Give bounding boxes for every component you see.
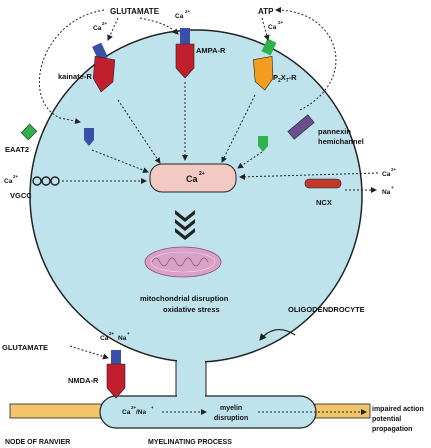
oligodendrocyte-label: OLIGODENDROCYTE — [288, 305, 365, 314]
svg-text:2+: 2+ — [109, 331, 115, 336]
curved-arrow-pannexin-to-atp — [275, 7, 337, 111]
arrow-glutamate-to-nmda — [69, 345, 109, 360]
ampa-receptor-label: AMPA-R — [196, 46, 226, 55]
p2x7-receptor — [253, 38, 277, 91]
calcium-pool — [149, 163, 237, 193]
disruption-label: disruption — [214, 415, 248, 422]
propagation-label: propagation — [372, 426, 412, 433]
svg-text:2+: 2+ — [391, 167, 397, 172]
pannexin-label: pannexin — [318, 127, 351, 136]
curved-arrow-oligodendrocyte — [259, 328, 296, 341]
mitochondrion-icon — [144, 246, 222, 278]
arrow-kainate-to-calcium — [117, 99, 161, 164]
svg-text:2+: 2+ — [185, 9, 191, 14]
arrow-p2x7-to-calcium — [221, 94, 256, 163]
axon-left-segment — [9, 403, 106, 419]
svg-text:+: + — [127, 331, 130, 336]
vgcc-label: VGCC — [10, 191, 32, 200]
eaat2-transporter — [20, 123, 94, 146]
mitochondrial-disruption-label: mitochondrial disruption — [140, 294, 229, 303]
myelinating-process-label: MYELINATING PROCESS — [148, 439, 232, 446]
channel-rings-icon — [32, 176, 60, 186]
svg-text:2+: 2+ — [102, 21, 108, 26]
node-of-ranvier-label: NODE OF RANVIER — [5, 439, 70, 446]
myelin-label: myelin — [220, 405, 242, 412]
svg-text:Ca: Ca — [175, 13, 184, 20]
nmda-receptor-label: NMDA-R — [68, 376, 99, 385]
curved-arrow-glutamate-to-kainate — [107, 17, 119, 41]
svg-text:Ca: Ca — [268, 24, 277, 31]
kainate-receptor-label: kainate-R — [58, 72, 92, 81]
svg-text:Na: Na — [118, 335, 127, 342]
curved-arrow-glutamate-to-ampa — [139, 17, 179, 35]
cell-stalk-cover — [177, 355, 205, 401]
calcium-pool-label: Ca — [186, 174, 198, 184]
axon-right-segment — [314, 403, 371, 419]
ampa-receptor — [175, 28, 195, 79]
svg-text:+: + — [151, 405, 154, 410]
svg-text:Ca: Ca — [382, 171, 391, 178]
atp-label: ATP — [258, 7, 274, 16]
svg-text:Ca: Ca — [100, 335, 109, 342]
ncx-exchanger — [304, 178, 342, 189]
svg-text:Na: Na — [382, 189, 391, 196]
arrow-ncx-ca-in — [239, 172, 379, 180]
pannexin-hemichannel — [258, 114, 315, 152]
impaired-action-label: impaired action — [372, 406, 424, 413]
curved-arrow-glutamate-left — [38, 9, 105, 124]
kainate-receptor — [92, 42, 116, 93]
oxidative-stress-label: oxidative stress — [163, 305, 220, 314]
svg-text:Ca: Ca — [122, 409, 131, 416]
nmda-receptor — [106, 350, 126, 399]
glutamate-top-label: GLUTAMATE — [110, 7, 160, 16]
hemichannel-label: hemichannel — [318, 137, 364, 146]
svg-text:+: + — [391, 185, 394, 190]
arrow-pannexin-to-calcium — [237, 151, 263, 169]
svg-text:Ca: Ca — [4, 178, 13, 185]
svg-text:2+: 2+ — [278, 20, 284, 25]
svg-text:2+: 2+ — [131, 405, 137, 410]
eaat2-label: EAAT2 — [5, 145, 29, 154]
glutamate-bottom-label: GLUTAMATE — [2, 343, 48, 352]
potential-label: potential — [372, 416, 401, 423]
ncx-label: NCX — [316, 198, 332, 207]
svg-text:/Na: /Na — [136, 409, 147, 416]
p2x7-receptor-label: P2X7-R — [273, 73, 297, 84]
svg-text:2+: 2+ — [13, 174, 19, 179]
svg-text:2+: 2+ — [199, 171, 205, 177]
chevron-down-icon — [175, 210, 195, 240]
svg-text:Ca: Ca — [93, 25, 102, 32]
